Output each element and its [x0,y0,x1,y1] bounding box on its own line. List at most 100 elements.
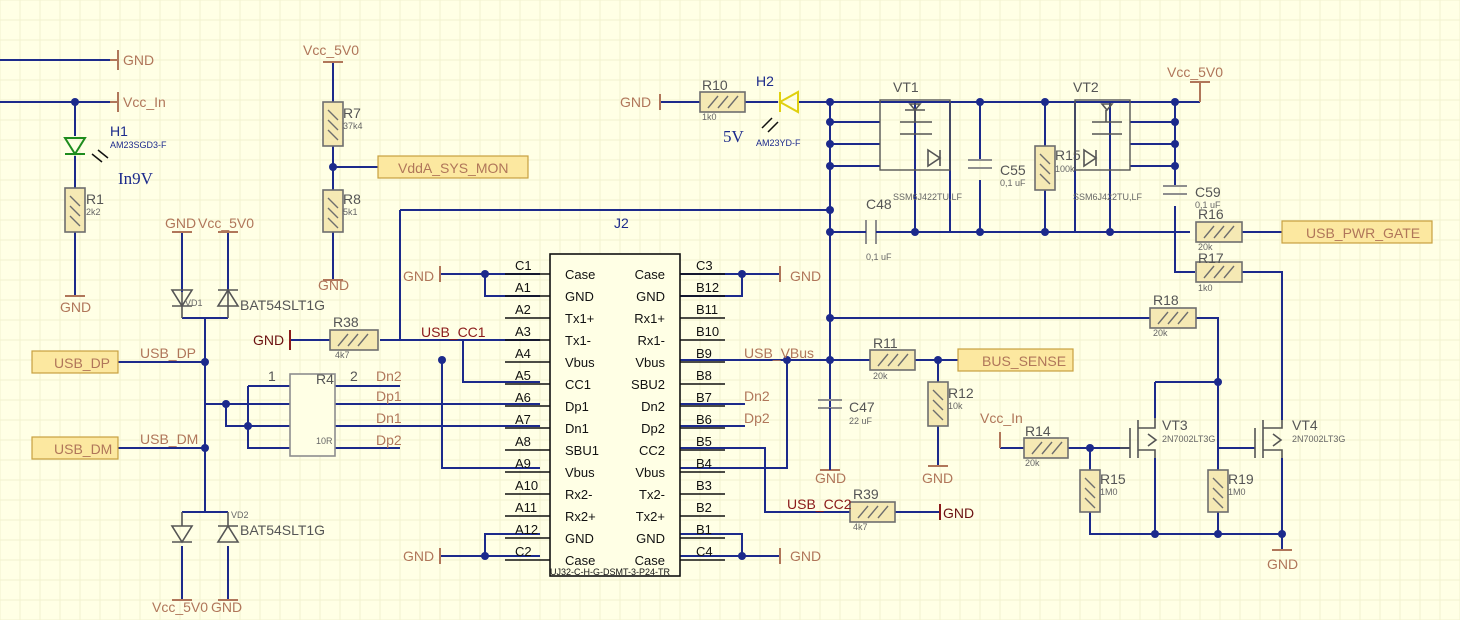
j2-pin-name: Rx1+ [634,311,665,326]
r15-upper[interactable]: R15 100k [1034,145,1081,191]
j2-pin-number: B4 [696,456,712,471]
h1-led[interactable]: H1 AM23SGD3-F In9V [63,123,167,188]
port-usb-dp[interactable]: USB_DP [31,350,119,374]
r38-designator: R38 [333,314,359,330]
vcc-5v0-label: Vcc_5V0 [303,42,359,58]
j2-pin-name: Tx1- [565,333,591,348]
h2-part: AM23YD-F [756,138,801,148]
j2-pin-name: Dn2 [641,399,665,414]
j2-connector[interactable]: J2 UJ32-C-H-G-DSMT-3-P24-TR C1CaseA1GNDA… [505,215,725,577]
r19-value: 1M0 [1228,487,1246,497]
c47[interactable]: C47 22 uF [818,399,875,470]
j2-part: UJ32-C-H-G-DSMT-3-P24-TR [550,567,671,577]
j2-pin-number: A10 [515,478,538,493]
port-bus-sense[interactable]: BUS_SENSE [957,348,1074,372]
c48-value: 0,1 uF [866,252,892,262]
net-usb-dp-wire: USB_DP [140,345,196,361]
port-usb-pwr-gate[interactable]: USB_PWR_GATE [1281,220,1433,244]
r4-value: 10R [316,436,333,446]
r1[interactable]: R1 2k2 [64,187,104,233]
j2-pin-number: A9 [515,456,531,471]
r14[interactable]: R14 20k [1023,423,1069,468]
r15-value: 1M0 [1100,487,1118,497]
r15-designator: R15 [1100,471,1126,487]
h2-designator: H2 [756,73,774,89]
net-dp1: Dp1 [376,388,402,404]
j2-pin-number: B1 [696,522,712,537]
r7[interactable]: R7 37k4 [322,101,363,147]
j2-pin-name: SBU2 [631,377,665,392]
r18[interactable]: R18 20k [1149,292,1197,338]
r10[interactable]: R10 1k0 [699,77,746,122]
net-usb-dm-wire: USB_DM [140,431,198,447]
r39-designator: R39 [853,486,879,502]
r19[interactable]: R19 1M0 [1207,469,1254,513]
vt1[interactable]: VT1 SSM6J422TU,LF [879,79,963,202]
gnd-label: GND [1267,556,1298,572]
j2-pin-number: B12 [696,280,719,295]
vd2[interactable]: VD2 BAT54SLT1G [170,510,325,544]
r14-value: 20k [1025,458,1040,468]
j2-pin-name: Vbus [635,465,665,480]
j2-pin-name: Tx2- [639,487,665,502]
j2-pin-number: A6 [515,390,531,405]
j2-pin-name: Vbus [635,355,665,370]
port-vdda-label: VddA_SYS_MON [398,160,509,176]
r16[interactable]: R16 20k [1195,206,1243,252]
r12-value: 10k [948,401,963,411]
r15b-designator: R15 [1055,147,1081,163]
j2-pin-name: GND [565,531,594,546]
resistors: R1 2k2 R7 37k4 R8 5k1 R38 4k7 R39 [64,77,1254,532]
r38[interactable]: R38 4k7 [329,314,379,360]
r17[interactable]: R17 1k0 [1195,250,1243,293]
vt4-part: 2N7002LT3G [1292,434,1345,444]
vt3-designator: VT3 [1162,417,1188,433]
vcc-in-label: Vcc_In [980,410,1023,426]
c59-value: 0,1 uF [1195,200,1221,210]
vd1-designator: VD1 [185,298,203,308]
r12[interactable]: R12 10k [927,381,974,427]
j2-pin-name: Rx2+ [565,509,596,524]
j2-pin-name: Dp2 [641,421,665,436]
r11[interactable]: R11 20k [869,335,916,381]
c59[interactable]: C59 0,1 uF [1163,184,1221,210]
j2-left-pins: C1CaseA1GNDA2Tx1+A3Tx1-A4VbusA5CC1A6Dp1A… [505,258,599,568]
c55-designator: C55 [1000,162,1026,178]
vcc-5v0-label: Vcc_5V0 [1167,64,1223,80]
j2-pin-name: Case [565,553,595,568]
vt4[interactable]: VT4 2N7002LT3G [1254,417,1345,458]
j2-pin-number: B10 [696,324,719,339]
r4-array[interactable]: R4 10R 1 2 Dn2 Dp1 Dn1 Dp2 [268,368,402,457]
r18-value: 20k [1153,328,1168,338]
h1-part: AM23SGD3-F [110,140,167,150]
j2-pin-number: A12 [515,522,538,537]
j2-designator: J2 [614,215,629,231]
j2-pin-name: Dp1 [565,399,589,414]
vt3[interactable]: VT3 2N7002LT3G [1120,417,1215,458]
r39[interactable]: R39 4k7 [849,486,896,532]
port-usb-dm[interactable]: USB_DM [31,436,119,460]
r16-designator: R16 [1198,206,1224,222]
r17-designator: R17 [1198,250,1224,266]
c55[interactable]: C55 0,1 uF [968,159,1026,188]
c48[interactable]: C48 0,1 uF [862,196,892,262]
r15-lower[interactable]: R15 1M0 [1079,469,1126,513]
h2-led[interactable]: H2 AM23YD-F 5V [723,73,801,148]
ports: VddA_SYS_MON USB_PWR_GATE BUS_SENSE USB_… [31,155,1433,460]
net-dn2-right: Dn2 [744,388,770,404]
net-dp2: Dp2 [376,432,402,448]
j2-pin-name: Tx2+ [636,509,665,524]
gnd-label: GND [318,277,349,293]
gnd-label: GND [620,94,651,110]
r18-designator: R18 [1153,292,1179,308]
net-usb-vbus: USB_VBus [744,345,814,361]
r10-designator: R10 [702,77,728,93]
vd1[interactable]: VD1 BAT54SLT1G [170,288,325,318]
j2-pin-name: Vbus [565,465,595,480]
r8[interactable]: R8 5k1 [322,189,361,233]
gnd-label: GND [123,52,154,68]
vt2[interactable]: VT2 SSM6J422TU,LF [1073,79,1143,202]
gnd-label: GND [790,548,821,564]
r4-pin1: 1 [268,368,276,384]
port-vdda-sys-mon[interactable]: VddA_SYS_MON [377,155,529,179]
